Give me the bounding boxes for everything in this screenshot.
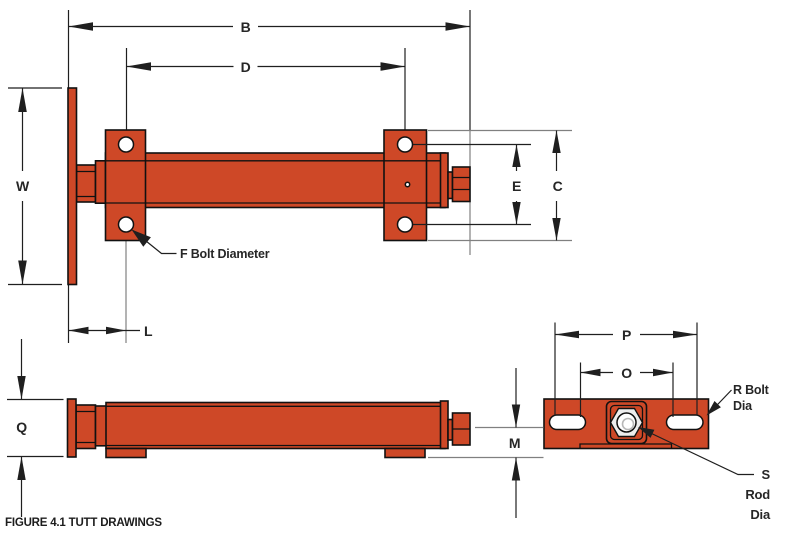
leader-s-rod	[638, 427, 754, 476]
view-wall-bracket-side	[67, 87, 471, 286]
rod-end	[616, 412, 637, 433]
dim-D	[126, 62, 405, 71]
hex-nut-side	[451, 166, 471, 203]
bolt-slot	[665, 414, 704, 431]
bolt-hole	[396, 136, 414, 153]
dim-label-c: C	[552, 178, 563, 194]
dim-label-b: B	[240, 18, 251, 35]
bolt-hole	[396, 216, 414, 233]
figure-caption: FIGURE 4.1 TUTT DRAWINGS	[5, 517, 162, 529]
s-rod-dia-label: S Rod Dia	[745, 467, 770, 522]
dim-O	[579, 362, 674, 417]
leader-f-bolt	[131, 229, 177, 255]
dim-label-e: E	[511, 178, 522, 194]
bolt-slot	[548, 414, 587, 431]
dim-M	[428, 368, 544, 518]
dim-label-l: L	[144, 322, 153, 339]
dim-label-d: D	[240, 58, 251, 75]
dim-W	[8, 87, 62, 286]
dim-C	[428, 129, 572, 242]
dim-label-o: O	[621, 364, 632, 381]
wall-plate	[66, 398, 77, 458]
bolt-hole	[117, 216, 135, 233]
view-mounting-plate-top	[543, 398, 710, 450]
dim-label-q: Q	[16, 419, 27, 435]
dim-label-m: M	[508, 434, 521, 451]
dim-B	[68, 22, 470, 31]
leader-r-bolt	[706, 389, 732, 416]
dim-P	[554, 322, 698, 416]
r-bolt-dia-label: R Bolt Dia	[733, 383, 769, 413]
view-wall-bracket-bottom	[66, 398, 471, 459]
dim-label-w: W	[16, 178, 29, 194]
bolt-hole	[117, 136, 135, 153]
wall-plate	[67, 87, 78, 286]
dim-E	[413, 143, 531, 226]
dim-L	[68, 326, 140, 335]
dim-Q	[7, 339, 64, 517]
dim-label-p: P	[621, 326, 632, 343]
rod-end-dot	[404, 181, 411, 188]
f-bolt-diameter-label: F Bolt Diameter	[180, 247, 270, 261]
